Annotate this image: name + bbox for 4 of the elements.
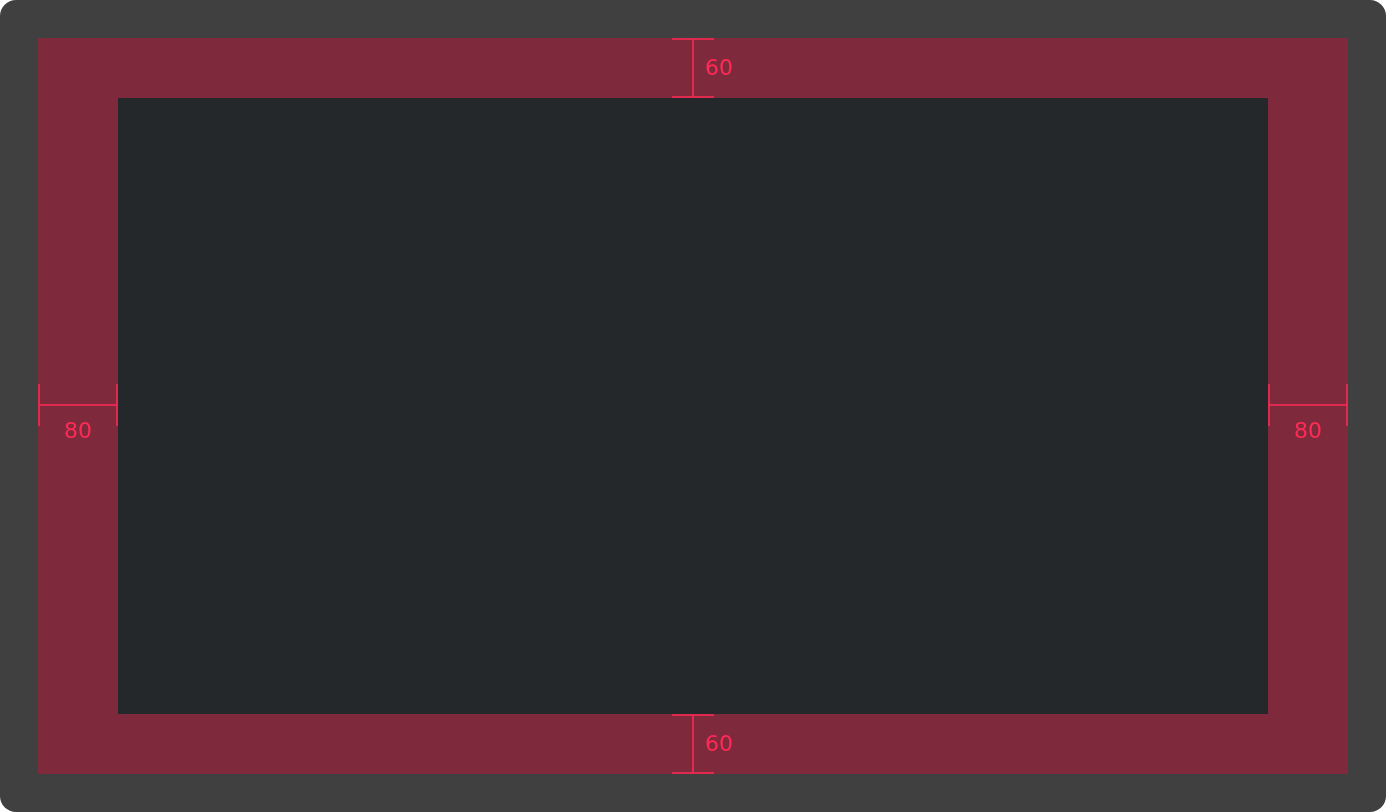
dimension-label: 80 (1294, 418, 1322, 444)
dimension-label: 60 (705, 731, 733, 757)
dimension-label: 60 (705, 55, 733, 81)
dimension-label: 80 (64, 418, 92, 444)
